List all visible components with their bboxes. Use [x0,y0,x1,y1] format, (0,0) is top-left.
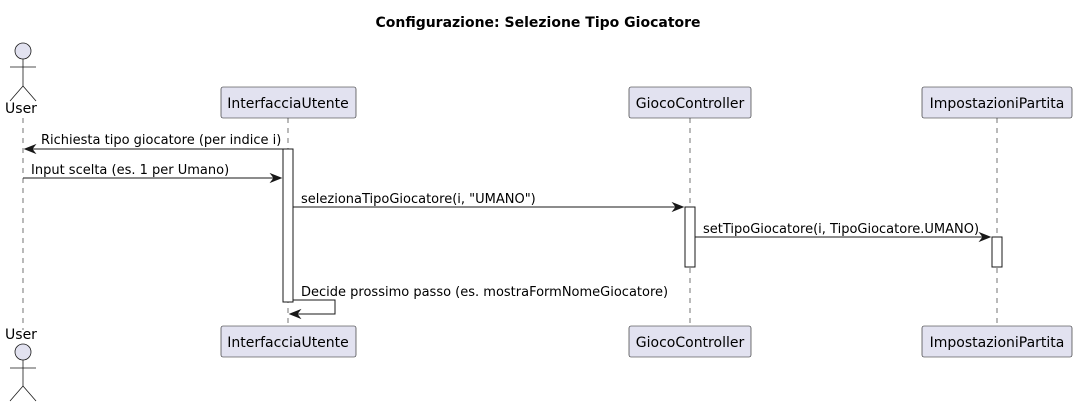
participant-interfaccia-utente-bottom: InterfacciaUtente [220,325,357,358]
participant-impostazioni-partita-bottom: ImpostazioniPartita [921,325,1073,358]
participant-label: ImpostazioniPartita [930,96,1065,112]
message-label: Input scelta (es. 1 per Umano) [31,163,229,178]
actor-user-top: User [5,42,37,117]
actor-leg-left [9,385,24,402]
message-label: selezionaTipoGiocatore(i, "UMANO") [301,192,536,207]
actor-head [14,343,32,361]
actor-leg-left [9,85,24,102]
participant-impostazioni-partita-top: ImpostazioniPartita [921,86,1073,119]
participant-box [628,325,752,358]
message-label: setTipoGiocatore(i, TipoGiocatore.UMANO) [703,222,979,237]
actor-leg-right [22,85,37,102]
participant-gioco-controller-bottom: GiocoController [628,325,752,358]
message-set-tipo: setTipoGiocatore(i, TipoGiocatore.UMANO) [695,222,992,243]
message-arrowhead [978,231,992,243]
message-arrow-line [290,299,336,315]
participant-box [921,325,1073,358]
message-label: Richiesta tipo giocatore (per indice i) [41,133,281,148]
actor-user-bottom: User [5,327,37,402]
message-richiesta-tipo: Richiesta tipo giocatore (per indice i) [23,133,283,155]
actor-head [14,42,32,60]
diagram-title: Configurazione: Selezione Tipo Giocatore [375,15,700,31]
actor-user-label-top: User [5,101,37,117]
participant-label: GiocoController [636,335,745,351]
message-arrowhead [671,201,685,213]
participant-box [220,86,357,119]
message-label: Decide prossimo passo (es. mostraFormNom… [301,285,668,300]
participant-label: InterfacciaUtente [227,96,349,112]
message-input-scelta: Input scelta (es. 1 per Umano) [23,163,283,184]
participant-interfaccia-utente-top: InterfacciaUtente [220,86,357,119]
participant-box [921,86,1073,119]
actor-leg-right [22,385,37,402]
participant-label: InterfacciaUtente [227,335,349,351]
participant-gioco-controller-top: GiocoController [628,86,752,119]
message-arrowhead [288,308,302,320]
participant-label: ImpostazioniPartita [930,335,1065,351]
participant-box [628,86,752,119]
actor-user-label-bottom: User [5,327,37,343]
message-arrowhead [269,172,283,184]
message-decide-prossimo-passo: Decide prossimo passo (es. mostraFormNom… [288,285,668,320]
activation-gioco-controller [684,206,696,268]
activation-interfaccia-utente [282,148,294,303]
message-seleziona-tipo: selezionaTipoGiocatore(i, "UMANO") [293,192,685,213]
participant-label: GiocoController [636,96,745,112]
participant-box [220,325,357,358]
message-arrowhead [23,143,37,155]
activation-impostazioni-partita [991,236,1003,268]
